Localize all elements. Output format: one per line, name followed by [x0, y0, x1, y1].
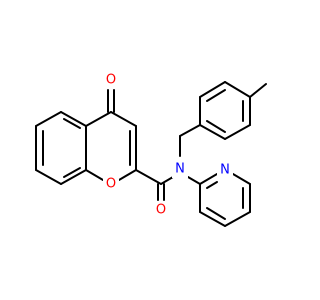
atom-label-n-amide: N — [175, 162, 185, 177]
bond — [60, 169, 87, 185]
atom-n-pyridine: N — [217, 161, 233, 179]
bond — [118, 169, 137, 181]
bond — [224, 211, 251, 227]
bond — [35, 111, 62, 127]
bond — [85, 169, 104, 181]
bond — [60, 111, 87, 127]
bond — [199, 211, 226, 227]
atom-o-carbonyl: O — [103, 71, 119, 89]
bond-double — [206, 181, 218, 189]
bond — [187, 176, 201, 185]
bond — [199, 124, 226, 140]
bond — [224, 124, 251, 140]
bond — [224, 81, 251, 98]
bond — [199, 81, 226, 98]
atom-label-background — [153, 201, 169, 219]
structure-drawing: O O O N N — [35, 71, 267, 227]
atom-label-background — [103, 175, 119, 193]
bond-double — [206, 89, 226, 102]
bond — [249, 83, 267, 98]
bonds — [35, 81, 267, 227]
bond — [232, 173, 251, 185]
molecule-diagram: O O O N N — [35, 71, 267, 227]
atom-label-background — [217, 161, 233, 179]
bond — [160, 176, 174, 185]
bond — [179, 124, 201, 137]
bond — [199, 173, 218, 185]
atom-o-amide: O — [153, 201, 169, 219]
bond — [35, 169, 62, 185]
bond-double — [63, 167, 81, 178]
atom-label-o-carbonyl: O — [106, 73, 116, 88]
atom-label-background — [103, 71, 119, 89]
atom-label-o-ring: O — [106, 177, 116, 192]
bond — [135, 169, 162, 185]
atom-n-amide: N — [172, 160, 188, 178]
bond-double — [206, 207, 226, 220]
atom-label-n-pyridine: N — [220, 163, 230, 178]
bond-double — [63, 118, 81, 129]
atom-label-background — [172, 160, 188, 178]
atom-o-ring: O — [103, 175, 119, 193]
bond — [110, 111, 137, 127]
bond — [85, 111, 112, 127]
bond-double — [206, 120, 226, 133]
atom-label-o-amide: O — [156, 203, 166, 218]
atom-labels: O O O N N — [103, 71, 233, 219]
